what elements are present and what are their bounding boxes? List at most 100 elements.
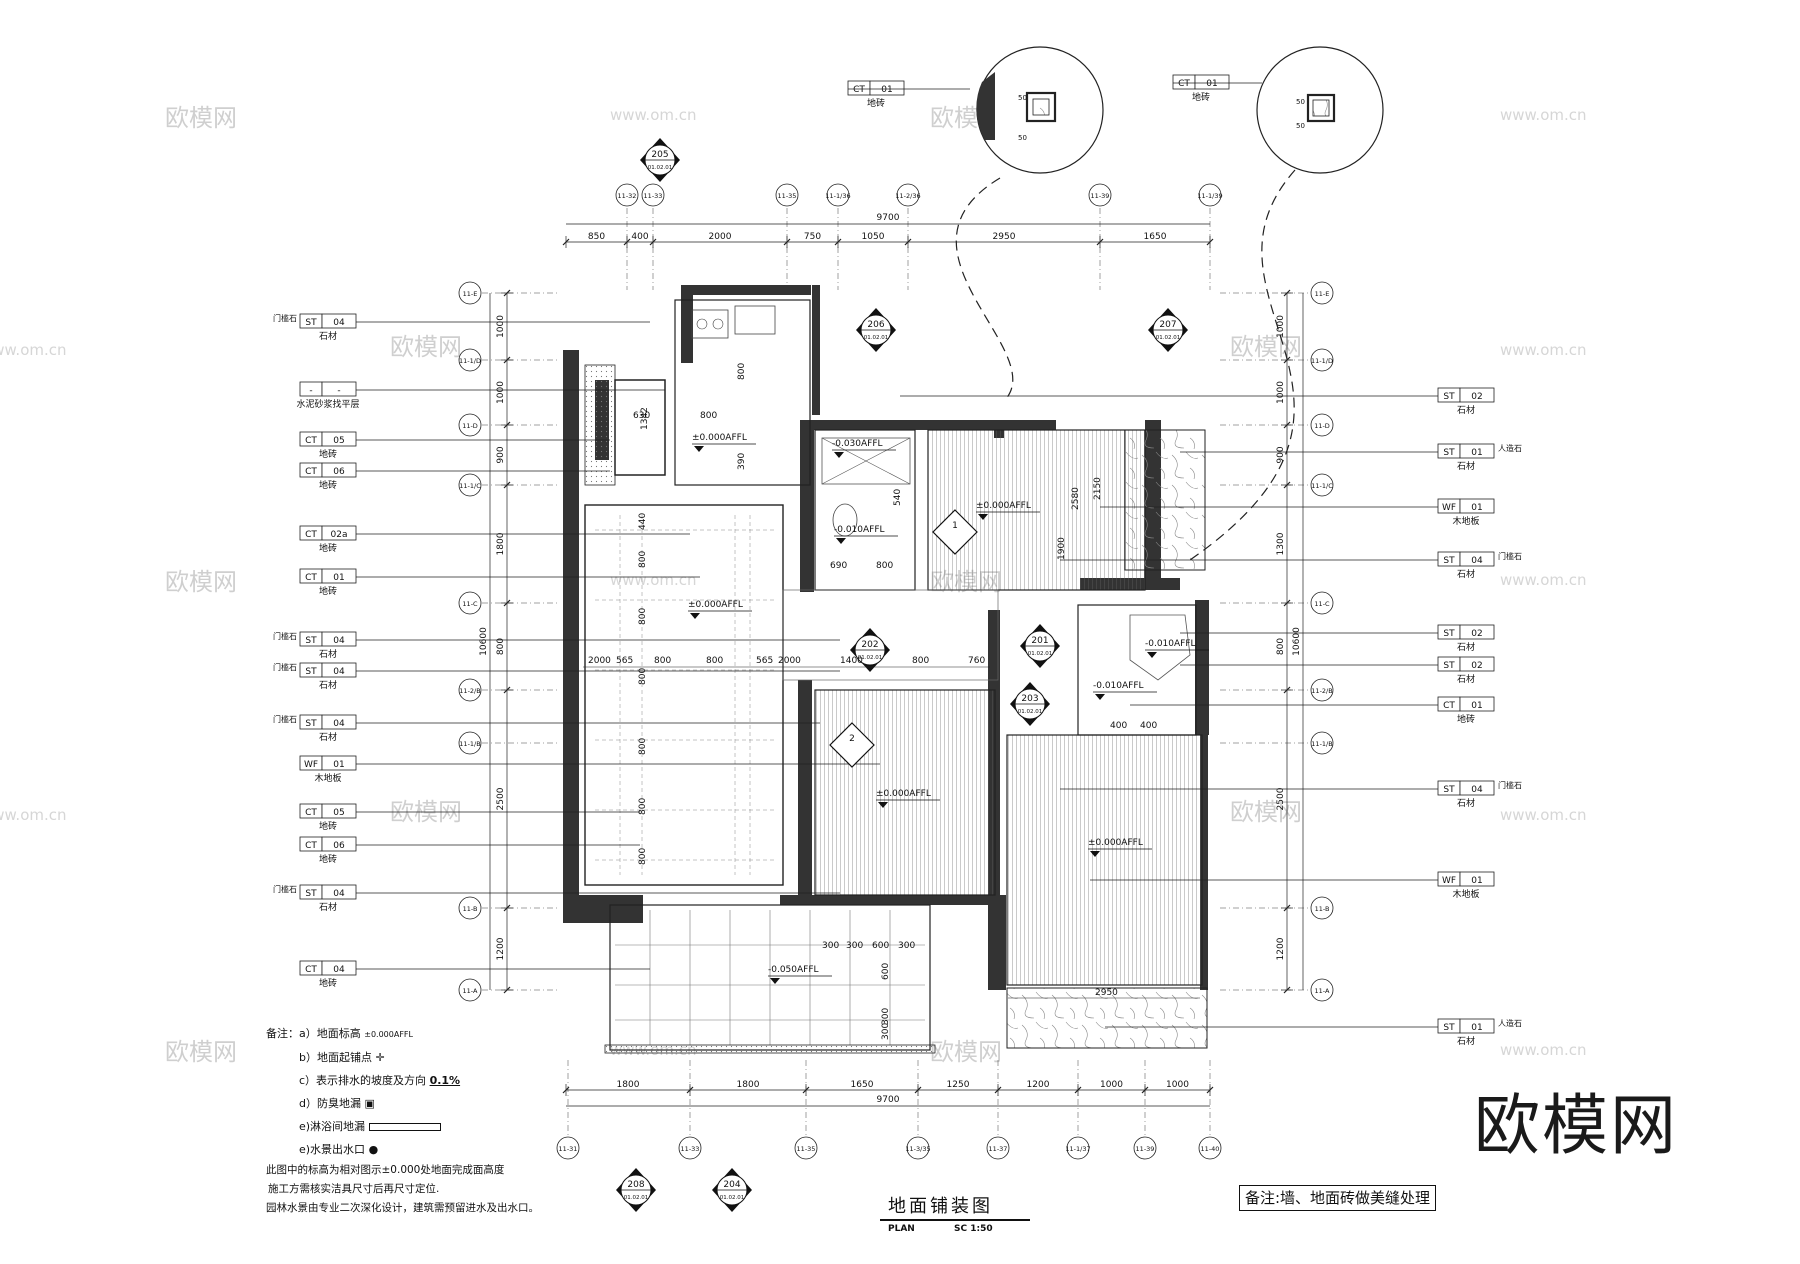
axis-label-left: 11-D — [462, 422, 478, 430]
notes-header: 备注：a）地面标高 — [266, 1027, 361, 1040]
inner-dim-balcony: 300 — [822, 941, 839, 951]
master-bedroom-wood-floor — [927, 429, 1146, 591]
planter-box — [614, 379, 666, 476]
elevation-label: ±0.000AFFL — [976, 501, 1040, 520]
tag-code: CT — [305, 573, 317, 583]
tag-number: 05 — [333, 808, 344, 818]
axis-label-left: 11-1/D — [459, 357, 481, 365]
tag-material: 地砖 — [1457, 713, 1475, 725]
axis-bubble-bottom — [556, 1136, 580, 1160]
axis-bubble-right — [1310, 413, 1334, 437]
axis-bubble-right — [1310, 731, 1334, 755]
notes-c: c）表示排水的坡度及方向 — [299, 1074, 427, 1087]
axis-bubble-top — [1088, 183, 1112, 207]
axis-label-right: 11-1/C — [1311, 482, 1333, 490]
axis-label-bottom: 11-1/37 — [1065, 1145, 1090, 1153]
tag-code: ST — [305, 719, 317, 729]
section-ref: 01.02.01 — [864, 335, 889, 341]
bottom-dim: 1250 — [947, 1080, 970, 1090]
floor-drain-icon — [1025, 91, 1057, 123]
bedroom-3-wood-floor — [1006, 734, 1203, 986]
inner-dim-detail: 50 — [1296, 98, 1305, 106]
axis-label-right: 11-D — [1314, 422, 1330, 430]
axis-bubble-bottom — [1066, 1136, 1090, 1160]
axis-label-bottom: 11-31 — [559, 1145, 578, 1153]
tag-number: 05 — [333, 436, 344, 446]
tag-material: 木地板 — [1452, 515, 1479, 527]
elevation-text: ±0.000AFFL — [976, 501, 1031, 511]
notes-c-value: 0.1% — [429, 1074, 461, 1087]
axis-bubble-bottom — [1198, 1136, 1222, 1160]
elevation-label: ±0.000AFFL — [692, 433, 756, 452]
tag-material: 地砖 — [319, 977, 337, 989]
left-total: 10600 — [479, 627, 489, 656]
elevation-text: -0.030AFFL — [832, 439, 883, 449]
tag-code: ST — [1443, 448, 1455, 458]
axis-bubble-left — [458, 348, 482, 372]
inner-dim-living-col: 800 — [638, 608, 648, 625]
axis-bubble-bottom — [1133, 1136, 1157, 1160]
tag-material: 木地板 — [314, 772, 341, 784]
tag-code: WF — [304, 760, 318, 770]
left-dim: 800 — [496, 638, 506, 655]
axis-label-left: 11-E — [463, 290, 478, 298]
axis-label-left: 11-B — [463, 905, 478, 913]
axis-bubble-top — [826, 183, 850, 207]
axis-label-left: 11-C — [462, 600, 478, 608]
watermark-brand: 欧模网 — [1230, 333, 1302, 361]
axis-bubble-bottom — [678, 1136, 702, 1160]
elevation-label: -0.050AFFL — [768, 965, 832, 984]
tag-material: 石材 — [1457, 404, 1475, 416]
tag-code: - — [309, 386, 312, 396]
axis-label-top: 11-32 — [618, 192, 637, 200]
notes-elev-symbol: ±0.000AFFL — [364, 1030, 413, 1039]
inner-dim-living-row: 565 — [756, 656, 773, 666]
axis-bubble-left — [458, 591, 482, 615]
elevation-label: ±0.000AFFL — [876, 789, 940, 808]
inner-dim-living-row: 800 — [912, 656, 929, 666]
left-dim: 2500 — [496, 787, 506, 810]
axis-bubble-top — [896, 183, 920, 207]
bottom-dim: 1800 — [617, 1080, 640, 1090]
axis-label-left: 11-A — [463, 987, 478, 995]
axis-bubble-left — [458, 678, 482, 702]
tag-code: ST — [1443, 392, 1455, 402]
axis-label-top: 11-2/36 — [895, 192, 920, 200]
tag-material: 木地板 — [1452, 888, 1479, 900]
left-dim: 900 — [496, 446, 506, 463]
axis-label-right: 11-2/B — [1311, 687, 1332, 695]
bottom-dim: 1000 — [1166, 1080, 1189, 1090]
axis-label-right: 11-C — [1314, 600, 1330, 608]
tag-number: 04 — [1471, 556, 1483, 566]
tag-code: ST — [1443, 556, 1455, 566]
tag-code: CT — [305, 841, 317, 851]
axis-label-right: 11-E — [1315, 290, 1330, 298]
axis-label-left: 11-2/B — [459, 687, 480, 695]
section-ref: 01.02.01 — [1018, 709, 1043, 715]
tag-note: 人造石 — [1498, 1018, 1522, 1028]
corridor-strip — [584, 364, 616, 486]
axis-bubble-top — [775, 183, 799, 207]
living-dining-room — [584, 504, 784, 886]
inner-dim-bath1: 690 — [830, 561, 847, 571]
tag-material: 石材 — [319, 731, 337, 743]
tag-material: 地砖 — [319, 448, 337, 460]
tag-note: 门槛石 — [273, 631, 297, 641]
watermark-url: www.om.cn — [1500, 106, 1587, 124]
bottom-dim: 1800 — [737, 1080, 760, 1090]
tag-material: 地砖 — [319, 585, 337, 597]
top-dim: 2950 — [993, 232, 1016, 242]
crosshair-icon: ✛ — [375, 1051, 385, 1064]
